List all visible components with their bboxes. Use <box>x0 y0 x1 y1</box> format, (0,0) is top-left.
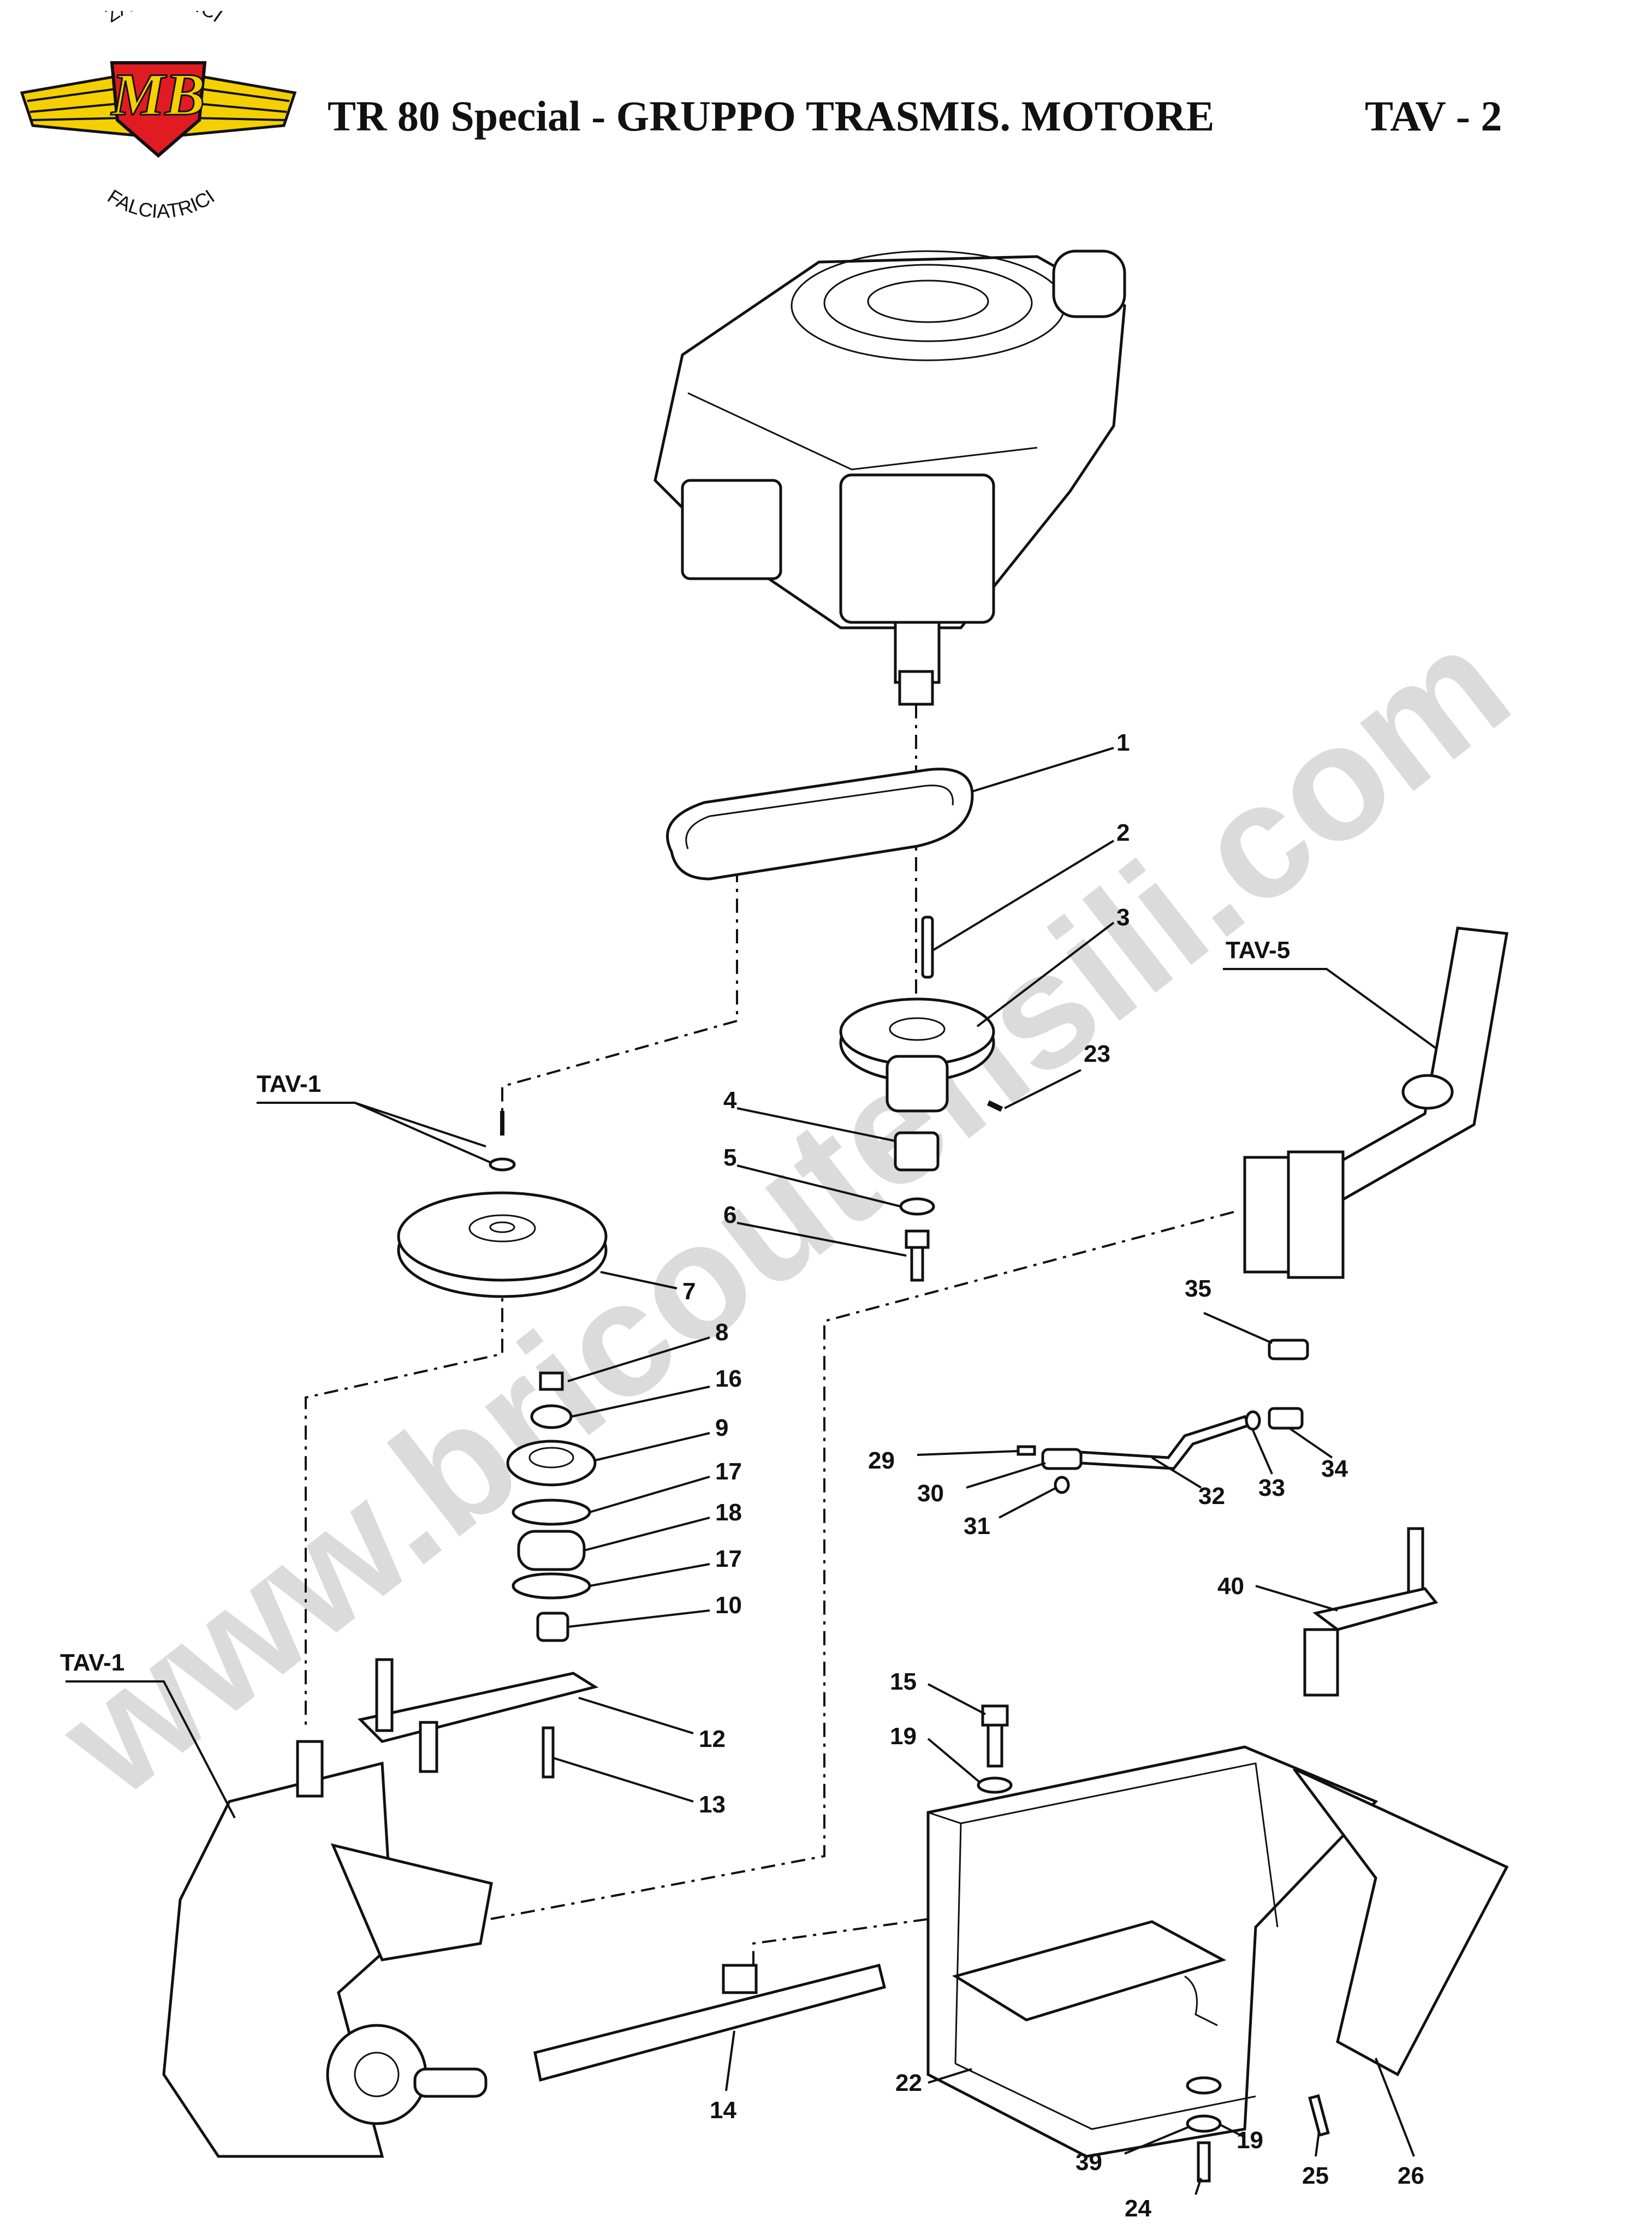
screw-25 <box>1308 2094 1330 2137</box>
callout-10: 10 <box>715 1592 742 1619</box>
ref-tav5: TAV-5 <box>1226 937 1290 964</box>
callout-33: 33 <box>1258 1475 1285 1501</box>
assembly-lines <box>305 704 1234 1971</box>
callout-19a: 19 <box>890 1723 917 1750</box>
tensioner-arm <box>357 1658 599 1773</box>
callout-17b: 17 <box>715 1546 742 1572</box>
screw-13 <box>542 1726 555 1779</box>
table-number: TAV - 2 <box>1365 92 1502 140</box>
frame <box>926 1745 1509 2158</box>
callout-23: 23 <box>1084 1041 1110 1067</box>
screw-tav1 <box>489 1111 516 1172</box>
bolt-15 <box>977 1704 1013 1794</box>
bolt-6 <box>905 1229 930 1282</box>
callout-17a: 17 <box>715 1458 742 1485</box>
callout-4: 4 <box>723 1087 737 1114</box>
callout-22: 22 <box>895 2070 922 2096</box>
callout-35: 35 <box>1185 1275 1211 1302</box>
shift-crank <box>1303 1527 1439 1697</box>
gearbox-pulley <box>397 1191 608 1298</box>
callout-16: 16 <box>715 1365 742 1392</box>
callout-25: 25 <box>1302 2162 1329 2189</box>
mb-logo: MB ZAPPATRICI FALCIATRICI <box>20 11 297 218</box>
callout-12: 12 <box>699 1726 726 1752</box>
callout-7: 7 <box>682 1278 696 1305</box>
grub-screw <box>987 1100 1003 1112</box>
throttle-linkage <box>1017 1339 1309 1494</box>
callout-5: 5 <box>723 1144 736 1171</box>
callout-26: 26 <box>1398 2162 1424 2189</box>
logo-shield <box>110 61 207 158</box>
callout-18: 18 <box>715 1499 742 1526</box>
callout-40: 40 <box>1217 1573 1244 1600</box>
page-title: TR 80 Special - GRUPPO TRASMIS. MOTORE <box>328 92 1215 140</box>
callout-24: 24 <box>1125 2195 1151 2222</box>
callout-13: 13 <box>699 1791 726 1818</box>
engine <box>653 249 1126 706</box>
callout-31: 31 <box>964 1513 990 1539</box>
shaft-key <box>921 916 934 979</box>
callout-2: 2 <box>1116 819 1130 846</box>
idler-stack <box>506 1371 597 1642</box>
handlebar-bracket <box>1243 926 1508 1279</box>
callout-1: 1 <box>1116 729 1130 756</box>
support-bar <box>533 1963 887 2082</box>
gearbox <box>162 1740 493 2158</box>
callout-3: 3 <box>1116 904 1130 931</box>
spacer <box>894 1131 940 1172</box>
callout-29: 29 <box>868 1447 895 1474</box>
callout-19b: 19 <box>1237 2127 1263 2154</box>
callout-8: 8 <box>715 1319 728 1346</box>
callout-39: 39 <box>1075 2149 1102 2175</box>
callout-34: 34 <box>1321 1455 1348 1482</box>
v-belt <box>666 768 974 881</box>
callout-14: 14 <box>710 2097 736 2124</box>
callout-30: 30 <box>917 1480 944 1507</box>
ref-tav1-top: TAV-1 <box>257 1071 321 1097</box>
callout-6: 6 <box>723 1202 736 1228</box>
ref-tav1-left: TAV-1 <box>60 1649 124 1676</box>
callout-15: 15 <box>890 1668 917 1695</box>
logo-center-text: MB <box>110 61 205 128</box>
callout-9: 9 <box>715 1414 728 1441</box>
leader-lines <box>66 747 1437 2195</box>
callout-32: 32 <box>1198 1483 1225 1509</box>
washer-5 <box>899 1197 935 1216</box>
bottom-fasteners <box>1186 2076 1222 2183</box>
engine-pulley <box>839 997 995 1113</box>
